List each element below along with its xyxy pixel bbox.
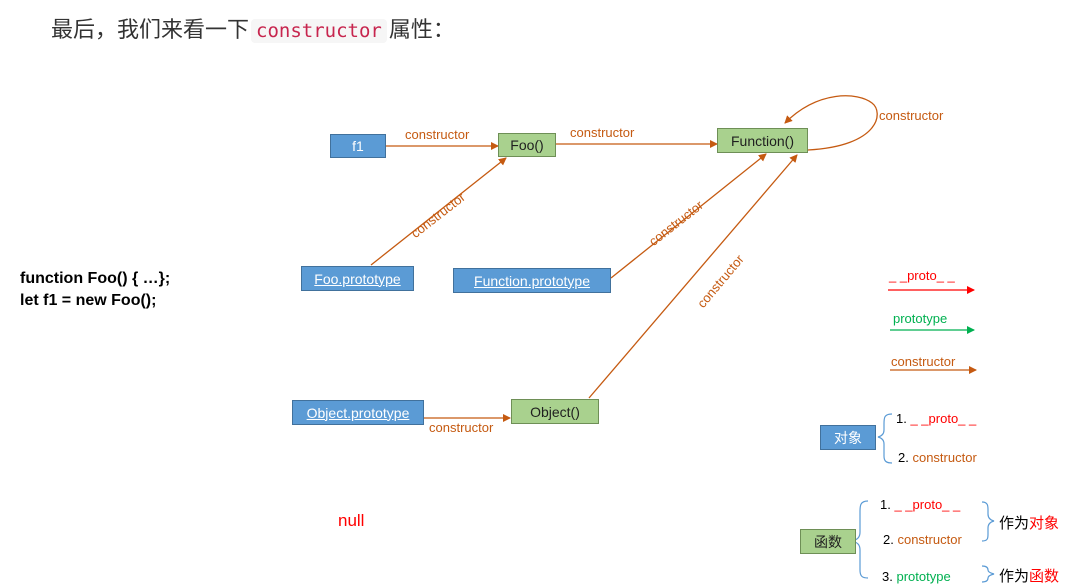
node-object: Object() [511,399,599,424]
edge-label-foo-function: constructor [570,125,635,140]
node-function-prototype: Function.prototype [453,268,611,293]
edge-object-to-function [588,154,798,399]
as-function-note: 作为函数 [999,568,1060,585]
legend-proto-label: _ _proto_ _ [889,268,955,283]
object-left-brace [877,413,893,464]
object-item-2: 2. constructor [898,450,977,465]
edge-function-self-loop [784,95,878,151]
function-item-3: 3. prototype [882,569,951,584]
function-label-box: 函数 [800,529,856,554]
object-label-box: 对象 [820,425,876,450]
edge-label-objectproto-object: constructor [429,420,494,435]
node-foo-prototype: Foo.prototype [301,266,414,291]
function-item-2: 2. constructor [883,532,962,547]
function-item-1: 1. _ _proto_ _ [880,497,961,512]
edge-label-self-loop: constructor [879,108,944,123]
node-foo: Foo() [498,133,556,157]
node-f1: f1 [330,134,386,158]
object-role-brace [981,501,995,542]
heading-code: constructor [251,19,387,43]
code-line-2: let f1 = new Foo(); [20,292,157,309]
function-role-brace [981,565,995,583]
edge-fooproto-to-foo [370,157,507,266]
heading-suffix: 属性： [388,18,455,43]
legend-prototype-label: prototype [893,311,948,326]
as-object-note: 作为对象 [999,515,1060,532]
edge-functionproto-to-function [610,153,767,279]
legend-constructor-label: constructor [891,354,956,369]
code-line-1: function Foo() { …}; [20,270,171,287]
heading-prefix: 最后，我们来看一下 [51,18,250,43]
node-object-prototype: Object.prototype [292,400,424,425]
object-item-1: 1. _ _proto_ _ [896,411,977,426]
edge-label-f1-foo: constructor [405,127,470,142]
node-function: Function() [717,128,808,153]
null-label: null [338,511,365,530]
code-snippet: function Foo() { …}; let f1 = new Foo(); [20,268,170,312]
